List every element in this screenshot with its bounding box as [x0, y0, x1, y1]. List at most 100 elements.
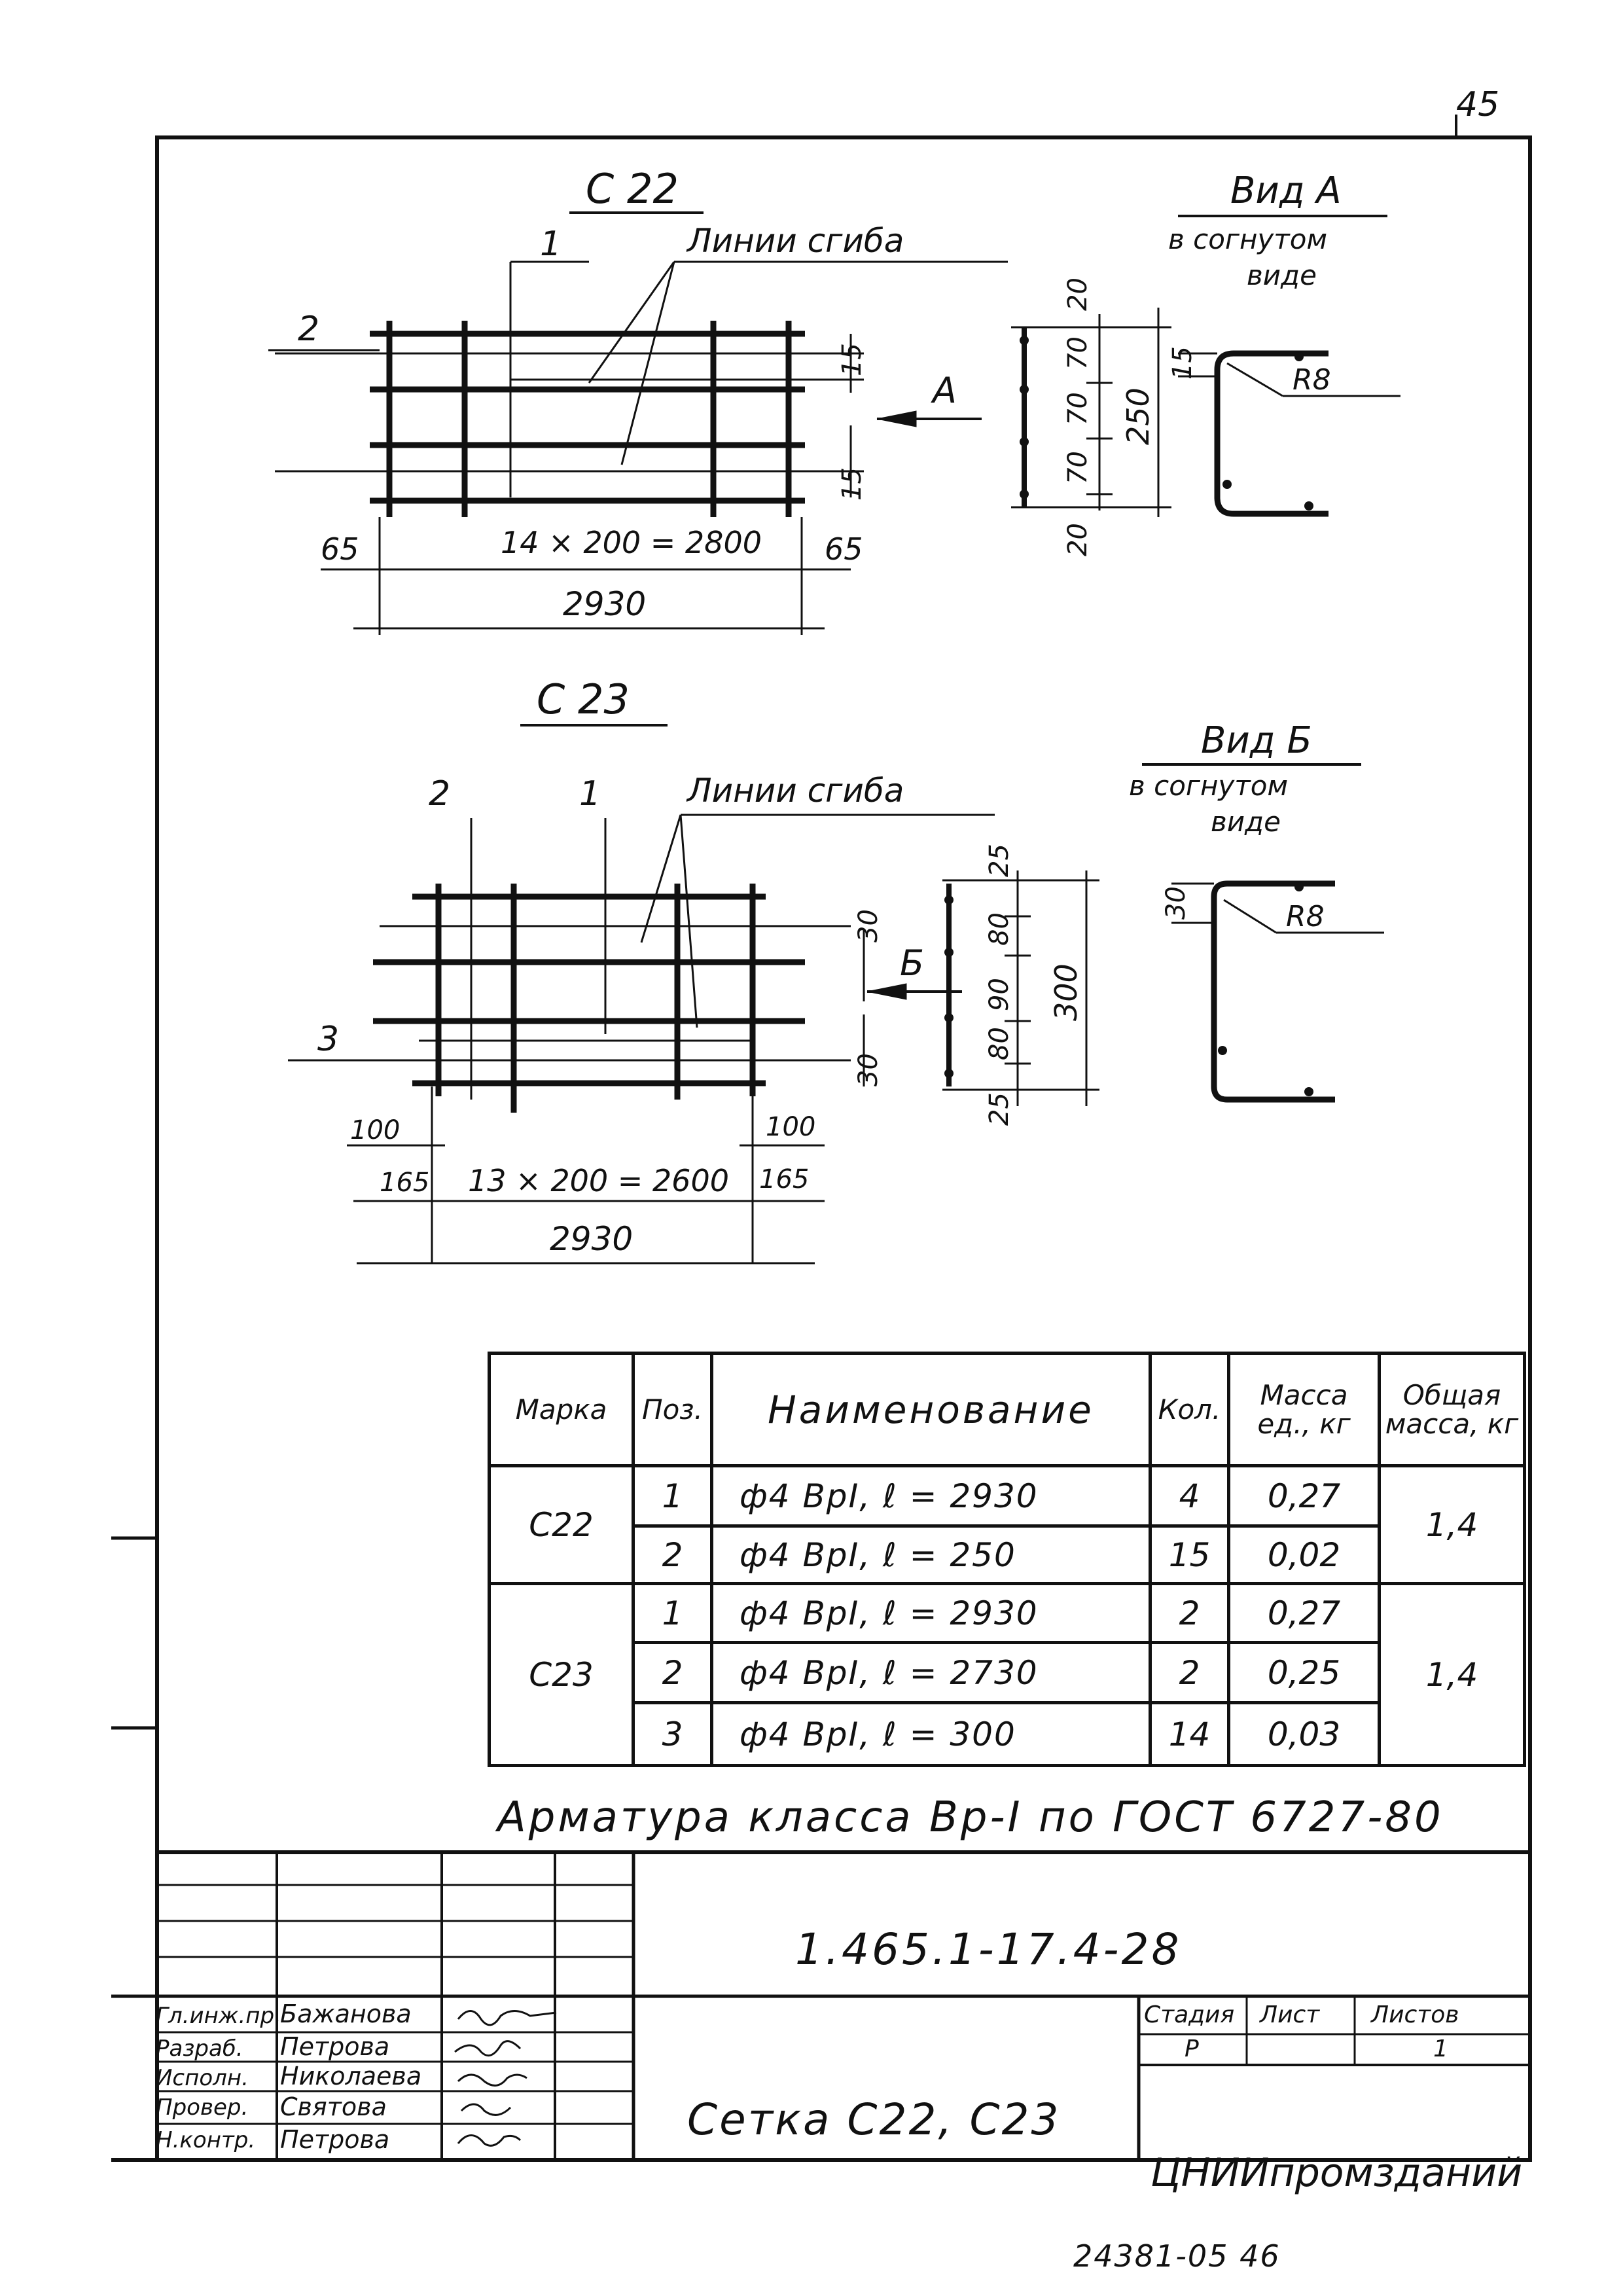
c23-side-dim-3: 90 [984, 978, 1014, 1011]
c22-side-dim-3: 70 [1063, 392, 1093, 425]
c23-pos1-label: 1 [579, 774, 601, 814]
c23-dim-30-bottom: 30 [853, 1053, 883, 1086]
c22-view-sub1: в согнутом [1168, 223, 1327, 255]
c22-view-sub2: виде [1247, 259, 1317, 291]
c23-side-total: 300 [1048, 963, 1084, 1021]
c23-view-title: Вид Б [1201, 719, 1312, 762]
c22-dim-65-left: 65 [321, 531, 359, 567]
header-pos: Поз. [632, 1352, 713, 1467]
name-checker: Святова [280, 2092, 387, 2121]
row-qty: 2 [1149, 1582, 1230, 1644]
c22-dim-middle: 14 × 200 = 2800 [501, 525, 762, 560]
c23-mesh [288, 814, 995, 1265]
c22-side-view [1011, 308, 1171, 517]
c23-bent-dim: 30 [1161, 886, 1191, 920]
c22-side-dim-1: 20 [1063, 278, 1093, 311]
c23-pos2-label: 2 [429, 774, 450, 814]
stage-value: Р [1185, 2036, 1199, 2062]
c22-dim-15-top: 15 [837, 343, 867, 376]
c22-dim-total: 2930 [563, 585, 646, 623]
table-row: 2 ф4 ВрI, ℓ = 2730 2 0,25 [490, 1641, 1525, 1704]
row-total: 1,4 [1378, 1582, 1526, 1767]
c22-view-title: Вид А [1230, 170, 1342, 212]
row-total: 1,4 [1378, 1464, 1526, 1585]
reinforcement-note: Арматура класса Вр-I по ГОСТ 6727-80 [497, 1793, 1444, 1842]
name-developer: Петрова [280, 2032, 390, 2061]
c23-dim-165-right: 165 [759, 1164, 809, 1194]
c22-side-dim-5: 20 [1063, 523, 1093, 556]
name-norm-control: Петрова [280, 2125, 390, 2154]
row-mass: 0,02 [1227, 1524, 1381, 1585]
stage-label: Стадия [1144, 2001, 1235, 2028]
row-pos: 3 [632, 1701, 713, 1767]
sheets-value: 1 [1433, 2036, 1448, 2062]
c23-bent-shape [1171, 880, 1384, 1103]
sheets-label: Листов [1371, 2001, 1459, 2028]
role-developer: Разраб. [156, 2036, 243, 2062]
row-mark: С23 [488, 1582, 635, 1767]
row-qty: 4 [1149, 1464, 1230, 1528]
role-executor: Исполн. [156, 2065, 249, 2091]
c23-side-view [942, 870, 1099, 1106]
sheet-corner-number: 45 [1456, 85, 1500, 124]
spec-header-row: Марка Поз. Наименование Кол. Масса ед., … [488, 1352, 1526, 1467]
row-pos: 1 [632, 1582, 713, 1644]
c22-arrow-label: А [931, 370, 957, 411]
row-name: ф4 ВрI, ℓ = 2930 [710, 1582, 1152, 1644]
row-qty: 2 [1149, 1641, 1230, 1704]
c23-title: С 23 [537, 675, 630, 723]
c23-pos3-label: 3 [317, 1020, 339, 1059]
c22-mesh [268, 260, 1008, 635]
c23-view-sub1: в согнутом [1129, 770, 1288, 802]
c22-radius: R8 [1293, 363, 1331, 397]
c23-bend-lines-label: Линии сгиба [686, 772, 904, 810]
c23-side-dim-1: 25 [984, 844, 1014, 877]
row-pos: 2 [632, 1524, 713, 1585]
specification-table: Марка Поз. Наименование Кол. Масса ед., … [488, 1352, 1526, 1767]
row-name: ф4 ВрI, ℓ = 2730 [710, 1641, 1152, 1704]
table-row: С23 1 ф4 ВрI, ℓ = 2930 2 0,27 1,4 [488, 1582, 1526, 1767]
role-norm-control: Н.контр. [156, 2127, 256, 2153]
name-executor: Николаева [280, 2062, 422, 2090]
c22-side-total: 250 [1120, 387, 1156, 445]
c22-pos1-label: 1 [540, 224, 562, 264]
archive-number: 24381-05 46 [1073, 2238, 1281, 2274]
row-mark: С22 [488, 1464, 635, 1585]
c22-dim-15-bottom: 15 [837, 467, 867, 501]
c23-dim-middle: 13 × 200 = 2600 [468, 1163, 729, 1198]
header-mark: Марка [488, 1352, 635, 1467]
c23-radius: R8 [1286, 900, 1325, 933]
row-mass: 0,03 [1227, 1701, 1381, 1767]
title-block-grid [157, 1850, 1530, 2160]
table-row: 2 ф4 ВрI, ℓ = 250 15 0,02 [490, 1524, 1525, 1585]
c22-title: С 22 [586, 165, 679, 213]
signatures [454, 2010, 557, 2147]
row-name: ф4 ВрI, ℓ = 250 [710, 1524, 1152, 1585]
c22-bent-dim: 15 [1168, 346, 1198, 380]
c22-bend-lines-label: Линии сгиба [686, 222, 904, 260]
c23-side-dim-4: 80 [984, 1027, 1014, 1060]
row-qty: 15 [1149, 1524, 1230, 1585]
c22-bent-shape [1178, 350, 1400, 517]
c23-arrow-label: Б [900, 942, 924, 984]
role-checker: Провер. [156, 2094, 249, 2121]
sheet-frame [111, 115, 1532, 2162]
row-name: ф4 ВрI, ℓ = 300 [710, 1701, 1152, 1767]
c22-side-dim-4: 70 [1063, 451, 1093, 484]
table-row: С22 1 ф4 ВрI, ℓ = 2930 4 0,27 1,4 [488, 1464, 1526, 1585]
row-mass: 0,27 [1227, 1464, 1381, 1528]
header-qty: Кол. [1149, 1352, 1230, 1467]
row-pos: 2 [632, 1641, 713, 1704]
c22-dim-65-right: 65 [825, 531, 863, 567]
row-mass: 0,25 [1227, 1641, 1381, 1704]
row-pos: 1 [632, 1464, 713, 1528]
drawing-title: Сетка С22, С23 [687, 2094, 1061, 2145]
c23-dim-total: 2930 [550, 1220, 633, 1258]
c23-dim-30-top: 30 [853, 909, 883, 942]
organization-name: ЦНИИпромзданий [1150, 2150, 1523, 2196]
header-unit-mass: Масса ед., кг [1227, 1352, 1381, 1467]
c23-view-sub2: виде [1211, 806, 1281, 838]
header-name: Наименование [710, 1352, 1152, 1467]
sheet-label: Лист [1260, 2001, 1320, 2028]
